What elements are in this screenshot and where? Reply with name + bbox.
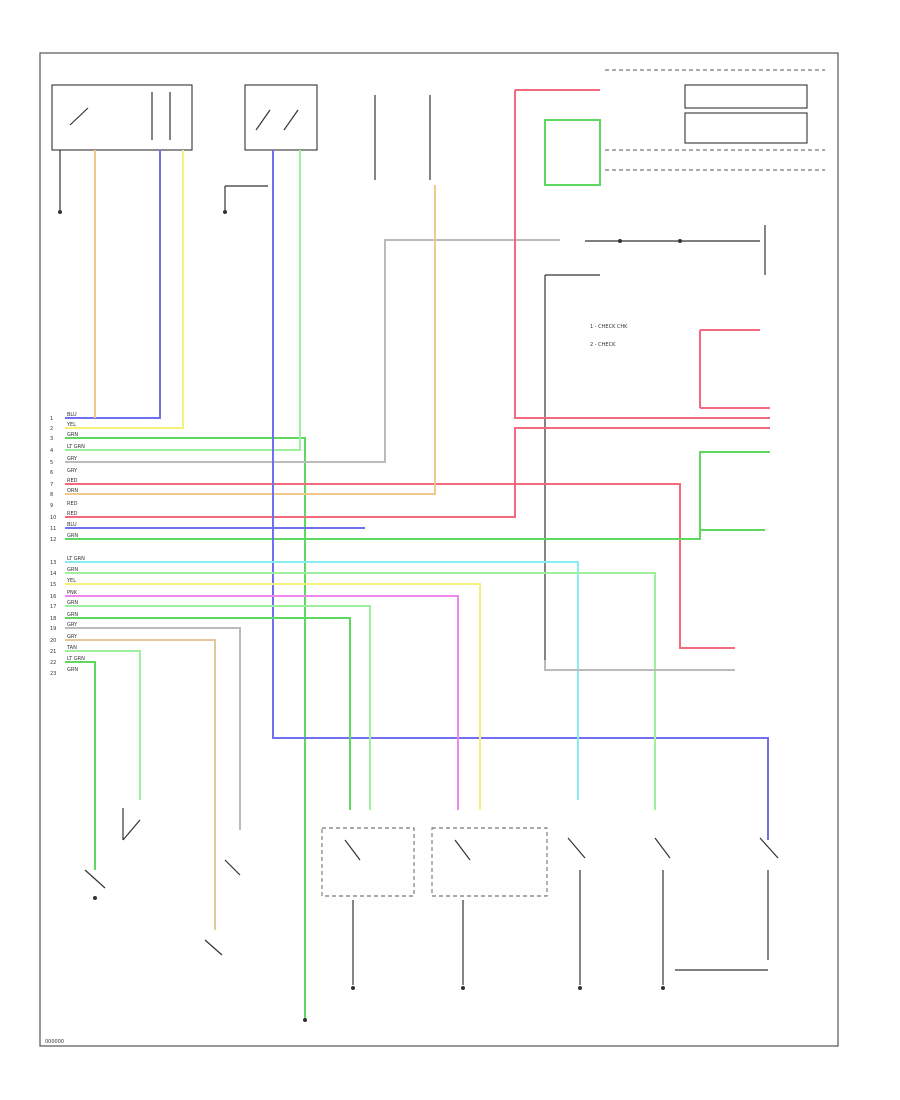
pin-number: 11: [50, 526, 56, 532]
bottom-switch-6: [654, 837, 671, 859]
wire-label: GRY: [67, 634, 78, 640]
bottom-switch-2: [84, 869, 106, 900]
wire-red-2: [65, 427, 770, 518]
pin-number: 17: [50, 604, 56, 610]
wire-grn-3: [544, 119, 601, 186]
wire-red-3: [514, 90, 770, 419]
wire-grn-5: [65, 605, 371, 810]
wire-tan-1: [65, 639, 216, 930]
pin-number: 19: [50, 626, 56, 632]
wire-grn-2: [65, 451, 770, 540]
wire-label: GRN: [67, 667, 78, 673]
pin-number: 9: [50, 503, 53, 509]
pin-number: 6: [50, 470, 53, 476]
wire-label: LT GRN: [67, 656, 85, 662]
bottom-switch-5: [567, 837, 586, 859]
wire-label: ORN: [67, 488, 78, 494]
note-1: 1 - CHECK CHK: [590, 324, 628, 330]
bottom-switch-4: [204, 939, 223, 956]
wire-label: GRN: [67, 600, 78, 606]
note-2: 2 - CHECK: [590, 342, 616, 348]
pin-number: 3: [50, 436, 53, 442]
bottom-box-1: [321, 827, 415, 897]
top-left-drops: [58, 95, 431, 214]
wire-label: GRN: [67, 533, 78, 539]
wire-orn-2: [65, 185, 436, 495]
wire-red-5: [699, 329, 770, 409]
wire-cyan-1: [65, 561, 579, 800]
pin-number: 22: [50, 660, 56, 666]
wire-yel-2: [65, 583, 481, 810]
diagram-frame: [39, 52, 839, 1047]
pin-number: 23: [50, 671, 56, 677]
pin-number: 13: [50, 560, 56, 566]
wire-labels-bottom: LT GRN GRN YEL PNK GRN GRN GRY GRY TAN L…: [66, 556, 85, 673]
wire-blu-3: [272, 150, 769, 840]
pin-number: 4: [50, 448, 53, 454]
pin-number: 8: [50, 492, 53, 498]
bottom-ground-drops: [303, 870, 769, 1022]
pin-number: 12: [50, 537, 56, 543]
wire-label: PNK: [67, 590, 78, 596]
wire-label: GRY: [67, 622, 78, 628]
wire-yel-1: [65, 150, 184, 429]
pin-number: 15: [50, 582, 56, 588]
wire-label: TAN: [66, 645, 77, 651]
wire-ltgrn-2: [65, 572, 656, 810]
wire-grn-6: [65, 617, 351, 810]
wire-label: RED: [67, 501, 78, 507]
pin-number: 10: [50, 515, 56, 521]
gray-drop-center: [544, 274, 600, 660]
wire-blu-1: [65, 150, 161, 419]
component-box-left-2: [244, 84, 318, 151]
pin-number: 14: [50, 571, 56, 577]
wire-gry-2: [65, 627, 241, 830]
wire-label: GRN: [67, 567, 78, 573]
pin-numbers-top: 1 2 3 4 5 6 7 8 9 10 11 12: [50, 416, 56, 543]
wire-gry-1: [65, 239, 560, 463]
wire-label: BLU: [67, 412, 77, 418]
wire-label: RED: [67, 511, 78, 517]
wire-label: YEL: [66, 578, 76, 584]
wire-label: YEL: [66, 422, 76, 428]
wire-label: RED: [67, 478, 78, 484]
pin-number: 18: [50, 616, 56, 622]
wire-label: GRN: [67, 612, 78, 618]
wire-ltgrn-1: [65, 150, 301, 451]
wire-label: LT GRN: [67, 444, 85, 450]
pin-number: 21: [50, 649, 56, 655]
wire-labels-top: BLU YEL GRN LT GRN GRY RED RED ORN GRY R…: [66, 412, 85, 539]
pin-number: 7: [50, 482, 53, 488]
wire-grn-7: [65, 661, 96, 870]
wire-pnk-1: [65, 595, 459, 810]
component-box-left-1: [51, 84, 193, 151]
wire-red-1: [65, 483, 735, 649]
wire-label: LT GRN: [67, 556, 85, 562]
pin-number: 5: [50, 460, 53, 466]
bottom-box-2: [431, 827, 548, 897]
component-box-right-1: [684, 84, 808, 109]
wire-label: GRY: [67, 468, 78, 474]
wire-grn-4: [699, 452, 765, 531]
wire-ltgrn-3: [65, 650, 141, 800]
wire-label: BLU: [67, 522, 77, 528]
pin-number: 16: [50, 594, 56, 600]
notes: 1 - CHECK CHK 2 - CHECK: [590, 324, 628, 348]
wire-grn-1: [65, 437, 306, 1020]
pin-numbers-bottom: 13 14 15 16 17 18 19 20 21 22 23: [50, 560, 56, 677]
component-box-right-2: [684, 112, 808, 144]
wire-gry-3: [544, 660, 735, 671]
wire-label: GRN: [67, 432, 78, 438]
bottom-switch-7: [759, 837, 779, 859]
wire-label: GRY: [67, 456, 78, 462]
pin-number: 2: [50, 426, 53, 432]
pin-number: 1: [50, 416, 53, 422]
pin-number: 20: [50, 638, 56, 644]
footer-code: 000000: [45, 1039, 64, 1045]
relay-component: [585, 225, 766, 275]
bottom-switch-3: [224, 859, 241, 876]
bottom-switch-1: [122, 808, 141, 841]
